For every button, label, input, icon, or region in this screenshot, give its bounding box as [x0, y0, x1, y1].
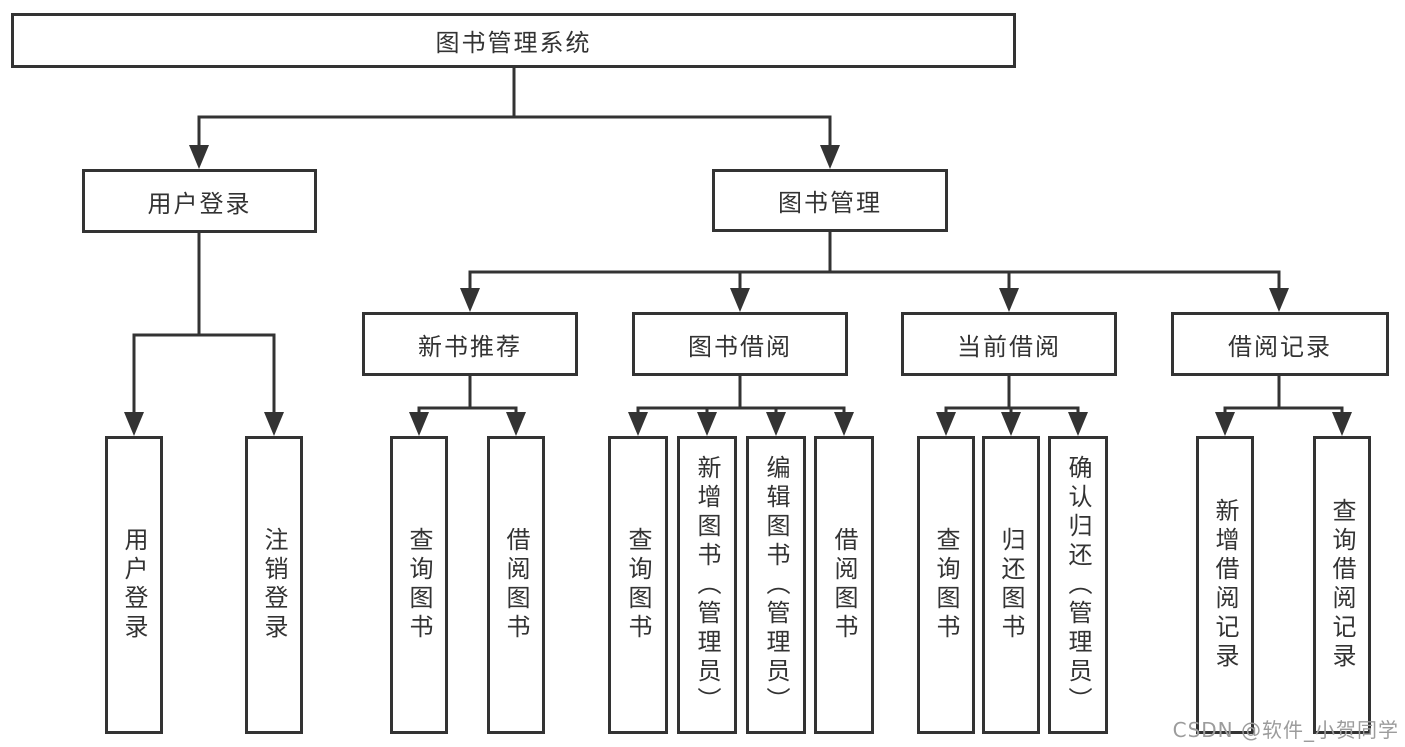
connector-new-book-recommend-to-leaves	[409, 374, 526, 436]
node-root-label: 图书管理系统	[435, 29, 592, 57]
node-borrow-records: 借阅记录	[1171, 312, 1389, 376]
leaf-logout: 注销登录	[245, 436, 303, 734]
leaf-query-borrow-record-label: 查询借阅记录	[1328, 498, 1356, 672]
watermark: CSDN @软件_小贺同学	[1172, 718, 1399, 742]
connector-book-borrow-to-leaves	[628, 374, 854, 436]
connector-current-borrow-to-leaves	[936, 374, 1088, 436]
leaf-edit-book-admin: 编辑图书（管理员）	[746, 436, 806, 734]
node-new-book-recommend-label: 新书推荐	[418, 332, 522, 361]
leaf-add-borrow-record: 新增借阅记录	[1196, 436, 1254, 734]
leaf-query-books-recommend-label: 查询图书	[405, 527, 433, 643]
node-current-borrow: 当前借阅	[901, 312, 1117, 376]
connector-book-management-to-level3	[460, 230, 1289, 312]
leaf-add-borrow-record-label: 新增借阅记录	[1211, 498, 1239, 672]
leaf-user-login: 用户登录	[105, 436, 163, 734]
node-book-management-label: 图书管理	[778, 189, 882, 217]
leaf-query-books-borrow-label: 查询图书	[624, 527, 652, 643]
node-new-book-recommend: 新书推荐	[362, 312, 578, 376]
node-borrow-records-label: 借阅记录	[1228, 332, 1332, 361]
leaf-edit-book-admin-label: 编辑图书（管理员）	[762, 454, 790, 716]
node-book-borrow: 图书借阅	[632, 312, 848, 376]
node-root: 图书管理系统	[11, 13, 1016, 68]
leaf-user-login-label: 用户登录	[120, 527, 148, 643]
node-current-borrow-label: 当前借阅	[957, 332, 1061, 361]
leaf-borrow-books-recommend: 借阅图书	[487, 436, 545, 734]
node-book-management: 图书管理	[712, 169, 948, 232]
leaf-query-borrow-record: 查询借阅记录	[1313, 436, 1371, 734]
leaf-logout-label: 注销登录	[260, 527, 288, 643]
leaf-add-book-admin: 新增图书（管理员）	[677, 436, 737, 734]
leaf-return-book-label: 归还图书	[997, 527, 1025, 643]
leaf-borrow-books-recommend-label: 借阅图书	[502, 527, 530, 643]
node-user-login-label: 用户登录	[147, 189, 252, 218]
node-book-borrow-label: 图书借阅	[688, 332, 792, 361]
leaf-add-book-admin-label: 新增图书（管理员）	[693, 454, 721, 716]
leaf-query-books-borrow: 查询图书	[608, 436, 668, 734]
leaf-borrow-books-label: 借阅图书	[830, 527, 858, 643]
leaf-confirm-return-admin-label: 确认归还（管理员）	[1064, 454, 1092, 716]
leaf-query-books-current-label: 查询图书	[932, 527, 960, 643]
node-user-login: 用户登录	[82, 169, 317, 233]
leaf-query-books-recommend: 查询图书	[390, 436, 448, 734]
leaf-query-books-current: 查询图书	[917, 436, 975, 734]
leaf-confirm-return-admin: 确认归还（管理员）	[1048, 436, 1108, 734]
connector-root-to-level2	[189, 66, 840, 169]
leaf-return-book: 归还图书	[982, 436, 1040, 734]
leaf-borrow-books: 借阅图书	[814, 436, 874, 734]
connector-borrow-records-to-leaves	[1215, 374, 1352, 436]
connector-user-login-to-leaves	[124, 231, 284, 436]
